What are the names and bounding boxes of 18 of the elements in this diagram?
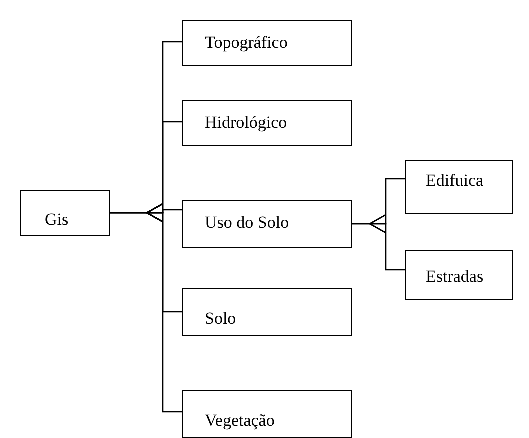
entity-box (182, 390, 352, 438)
connector-line (352, 214, 405, 271)
entity-label: Solo (205, 309, 236, 329)
entity-label: Topográfico (205, 33, 288, 53)
entity-label: Uso do Solo (205, 213, 290, 233)
entity-label: Hidrológico (205, 113, 288, 133)
entity-label: Edifuica (426, 171, 484, 191)
entity-box (405, 250, 513, 300)
entity-box (182, 288, 352, 336)
entity-box (182, 20, 352, 66)
connector-line (110, 203, 182, 413)
entity-box (20, 190, 110, 236)
entity-label: Estradas (426, 267, 484, 287)
entity-label: Vegetação (205, 411, 275, 431)
entity-box (182, 100, 352, 146)
entity-box (405, 160, 513, 214)
entity-box (182, 200, 352, 248)
entity-label: Gis (45, 210, 69, 230)
